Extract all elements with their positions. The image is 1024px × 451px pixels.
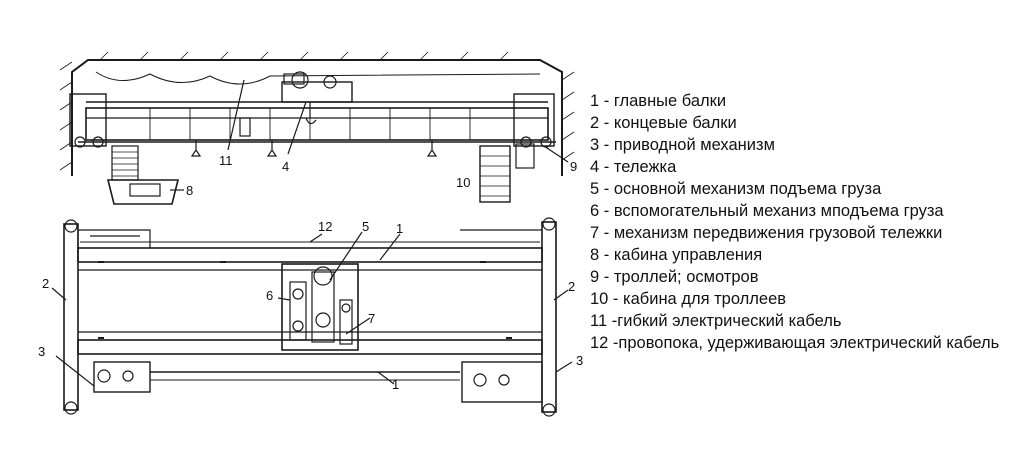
- ladder-rungs: [112, 151, 138, 177]
- platform-tl-box: [77, 230, 140, 248]
- legend-item-2: 2 - концевые балки: [590, 114, 737, 132]
- callout-1-bottom: 1: [392, 377, 400, 392]
- drive-motor-right: [473, 373, 487, 387]
- main-girder-elevation: [85, 107, 549, 141]
- cabin-window: [129, 183, 161, 197]
- main-girder-bottom: [77, 339, 543, 355]
- wheel-left-2: [92, 136, 104, 148]
- trolley-drum: [291, 71, 309, 89]
- main-hoist-motor: [315, 312, 331, 328]
- legend-item-8: 8 - кабина управления: [590, 246, 763, 264]
- plan-wheel-rt: [542, 217, 556, 231]
- callout-7: 7: [368, 311, 376, 326]
- trolley-cabin-ladder: [479, 145, 511, 203]
- legend-item-10: 10 - кабина для троллеев: [590, 290, 787, 308]
- leader-3-left: [55, 355, 95, 387]
- legend-item-11: 11 -гибкий электрический кабель: [590, 312, 842, 330]
- leader-2-right: [553, 289, 569, 301]
- plan-wheel-lt: [64, 219, 78, 233]
- leader-11: [227, 79, 245, 151]
- aux-hoist-motor: [292, 320, 304, 332]
- callout-12: 12: [318, 219, 333, 234]
- end-carriage-left: [69, 93, 107, 147]
- main-hoist: [311, 271, 335, 343]
- trolley-cab: [283, 73, 305, 85]
- bridge-drive-left: [93, 361, 151, 393]
- platform-corner-tl: [78, 229, 151, 248]
- callout-10: 10: [456, 175, 471, 190]
- trolley-plan: [281, 263, 359, 351]
- control-cabin: [106, 179, 180, 205]
- callout-6: 6: [266, 288, 274, 303]
- trolley-elevation: [281, 81, 353, 103]
- callout-8: 8: [186, 183, 194, 198]
- legend-item-6: 6 - вспомогательный механиз мподъема гру…: [590, 202, 944, 220]
- cabin-ladder: [111, 145, 139, 181]
- aux-hoist: [289, 281, 307, 341]
- leader-4: [287, 101, 307, 155]
- building-wall-left: [71, 59, 563, 176]
- lamps: [190, 140, 438, 157]
- roof-hatch: [99, 51, 509, 61]
- crane-diagram: [51, 51, 575, 417]
- crane-elevation-view: [59, 51, 575, 205]
- end-beam-right: [541, 221, 557, 413]
- callout-2-right: 2: [568, 279, 576, 294]
- trolley-travel-motor: [341, 303, 351, 313]
- leader-3-right: [555, 361, 573, 373]
- callout-2-left: 2: [42, 276, 50, 291]
- cable-box: [239, 117, 251, 137]
- legend-item-12: 12 -провопока, удерживающая электрически…: [590, 334, 1000, 352]
- drive-motor-left: [97, 369, 111, 383]
- legend-list: 1 - главные балки 2 - концевые балки 3 -…: [590, 90, 1020, 354]
- aux-hoist-drum: [292, 288, 304, 300]
- callout-3-left: 3: [38, 344, 46, 359]
- trolley-cabin-box: [515, 143, 535, 169]
- wheel-right: [520, 136, 532, 148]
- leader-5: [329, 231, 363, 281]
- leader-7: [345, 317, 371, 335]
- leader-1-top: [379, 233, 401, 261]
- trolley-travel: [339, 299, 353, 345]
- trolley-cabin-rungs: [480, 155, 510, 197]
- callout-3-right: 3: [576, 353, 584, 368]
- plan-lamps: [98, 261, 512, 339]
- legend-item-9: 9 - троллей; осмотров: [590, 268, 759, 286]
- crane-plan-view: [51, 217, 573, 417]
- flexible-cable: [95, 71, 541, 85]
- drive-gear-left: [122, 370, 134, 382]
- leader-1-bottom: [377, 371, 395, 385]
- plan-wheel-rb: [542, 403, 556, 417]
- wall-hatch-right: [561, 71, 575, 161]
- main-girder-top: [77, 247, 543, 263]
- hook: [305, 102, 317, 125]
- girder-stiffeners: [149, 108, 471, 140]
- legend-item-3: 3 - приводной механизм: [590, 136, 775, 154]
- end-beam-left: [63, 223, 79, 411]
- legend-item-1: 1 - главные балки: [590, 92, 727, 110]
- leader-12: [309, 233, 323, 243]
- callout-4: 4: [282, 159, 290, 174]
- legend-item-7: 7 - механизм передвижения грузовой тележ…: [590, 224, 943, 242]
- leader-2-left: [51, 287, 67, 301]
- wheel-left: [74, 136, 86, 148]
- legend-item-4: 4 - тележка: [590, 158, 677, 176]
- callout-1-top: 1: [396, 221, 404, 236]
- bridge-drive-right: [461, 361, 543, 403]
- wall-hatch-left: [59, 61, 73, 171]
- callout-11: 11: [219, 153, 233, 168]
- legend-item-5: 5 - основной механизм подъема груза: [590, 180, 882, 198]
- callout-5: 5: [362, 219, 370, 234]
- callout-9: 9: [570, 159, 578, 174]
- leader-6: [277, 297, 291, 301]
- leader-9: [543, 145, 569, 163]
- drive-gear-right: [498, 374, 510, 386]
- plan-wheel-lb: [64, 401, 78, 415]
